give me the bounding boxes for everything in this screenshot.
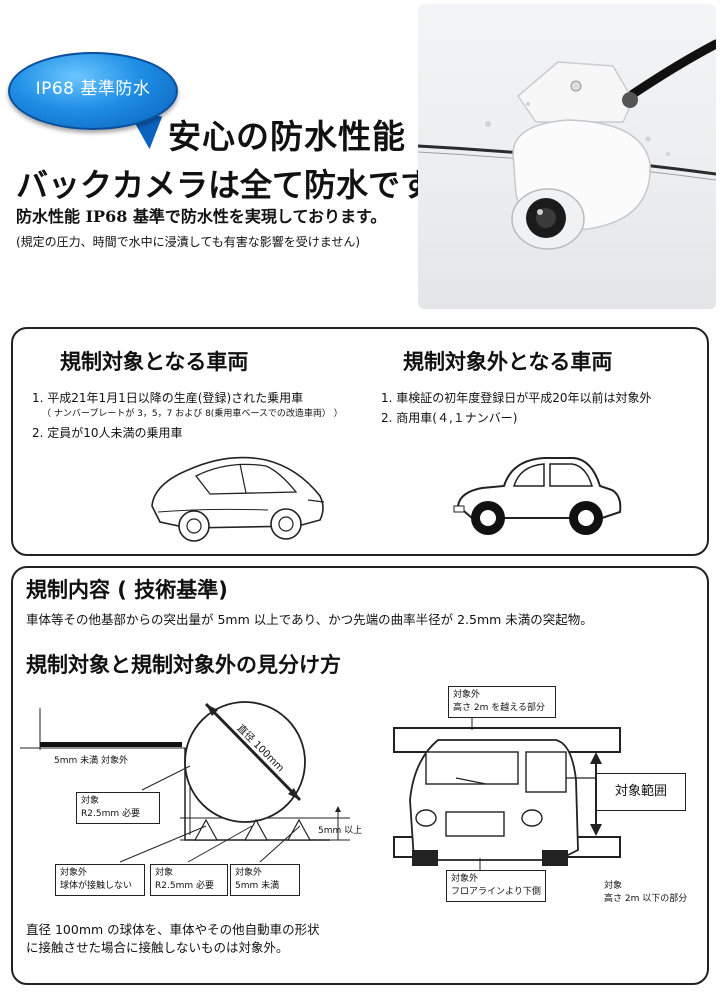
exempt-under5-value: 5mm 未満 xyxy=(235,881,280,891)
target-r-value: R2.5mm 必要 xyxy=(81,809,140,819)
camera-illustration xyxy=(418,39,716,250)
sphere-diagram xyxy=(20,701,350,863)
target-r2-label: 対象 R2.5mm 必要 xyxy=(150,864,228,896)
badge-text: IP68 基準防水 xyxy=(35,79,151,99)
regulated-item-1: 1. 平成21年1月1日以降の生産(登録)された乗用車 xyxy=(32,391,304,405)
van-diagram xyxy=(393,718,621,870)
van-bottom-label: 対象外 フロアラインより下側 xyxy=(446,870,546,902)
footnote-line-1: 直径 100mm の球体を、車体やその他自動車の形状 xyxy=(26,922,320,937)
exempt-sphere-value: 球体が接触しない xyxy=(60,881,133,891)
under5-label: 5mm 未満 対象外 xyxy=(54,756,128,766)
van-top-label: 対象外 高さ 2m を越える部分 xyxy=(448,686,556,718)
over5-label: 5mm 以上 xyxy=(318,826,363,836)
exempt-sphere-label: 対象外 球体が接触しない xyxy=(55,864,145,896)
exempt-under5-title: 対象外 xyxy=(235,868,263,878)
van-top-value: 高さ 2m を越える部分 xyxy=(453,703,545,713)
exempt-under5-label: 対象外 5mm 未満 xyxy=(230,864,300,896)
range-label: 対象範囲 xyxy=(596,773,686,811)
regulated-item-1-note: （ ナンバープレートが 3，5，7 および 8(乗用車ベースでの改造車両） ） xyxy=(42,409,343,419)
hero-title: 安心の防水性能 xyxy=(168,117,406,156)
target-r2-title: 対象 xyxy=(155,868,174,878)
regulated-heading: 規制対象となる車両 xyxy=(60,350,249,374)
hero-description: 防水性能 IP68 基準で防水性を実現しております。 xyxy=(16,207,387,226)
target-r-label: 対象 R2.5mm 必要 xyxy=(76,792,160,824)
exempt-item-2: 2. 商用車(４,１ナンバー) xyxy=(381,411,518,425)
ip68-badge: IP68 基準防水 xyxy=(8,52,188,152)
speech-bubble xyxy=(8,52,178,130)
commercial-car-icon xyxy=(453,457,622,535)
van-bottom-title: 対象外 xyxy=(451,874,479,884)
standard-text: 車体等その他基部からの突出量が 5mm 以上であり、かつ先端の曲率半径が 2.5… xyxy=(26,612,593,627)
howto-heading: 規制対象と規制対象外の見分け方 xyxy=(26,653,341,677)
camera-photo xyxy=(418,4,716,309)
regulated-item-2: 2. 定員が10人未満の乗用車 xyxy=(32,426,183,440)
van-right-label: 対象 高さ 2m 以下の部分 xyxy=(604,880,687,906)
exempt-sphere-title: 対象外 xyxy=(60,868,88,878)
standard-heading: 規制内容 ( 技術基準) xyxy=(26,578,228,602)
van-top-title: 対象外 xyxy=(453,690,481,700)
sedan-icon xyxy=(151,456,325,542)
hero-note: (規定の圧力、時間で水中に浸漬しても有害な影響を受けません) xyxy=(16,235,361,249)
exempt-heading: 規制対象外となる車両 xyxy=(403,350,613,374)
van-bottom-value: フロアラインより下側 xyxy=(451,887,541,897)
van-right-value: 高さ 2m 以下の部分 xyxy=(604,894,688,904)
target-r-title: 対象 xyxy=(81,796,100,806)
exempt-item-1: 1. 車検証の初年度登録日が平成20年以前は対象外 xyxy=(381,391,652,405)
footnote-line-2: に接触させた場合に接触しないものは対象外。 xyxy=(26,940,289,955)
vehicle-scope-panel xyxy=(11,327,709,556)
van-right-title: 対象 xyxy=(604,881,623,891)
hero-subtitle: バックカメラは全て防水です。 xyxy=(16,166,461,204)
target-r2-value: R2.5mm 必要 xyxy=(155,881,214,891)
regulation-panel xyxy=(11,566,709,985)
